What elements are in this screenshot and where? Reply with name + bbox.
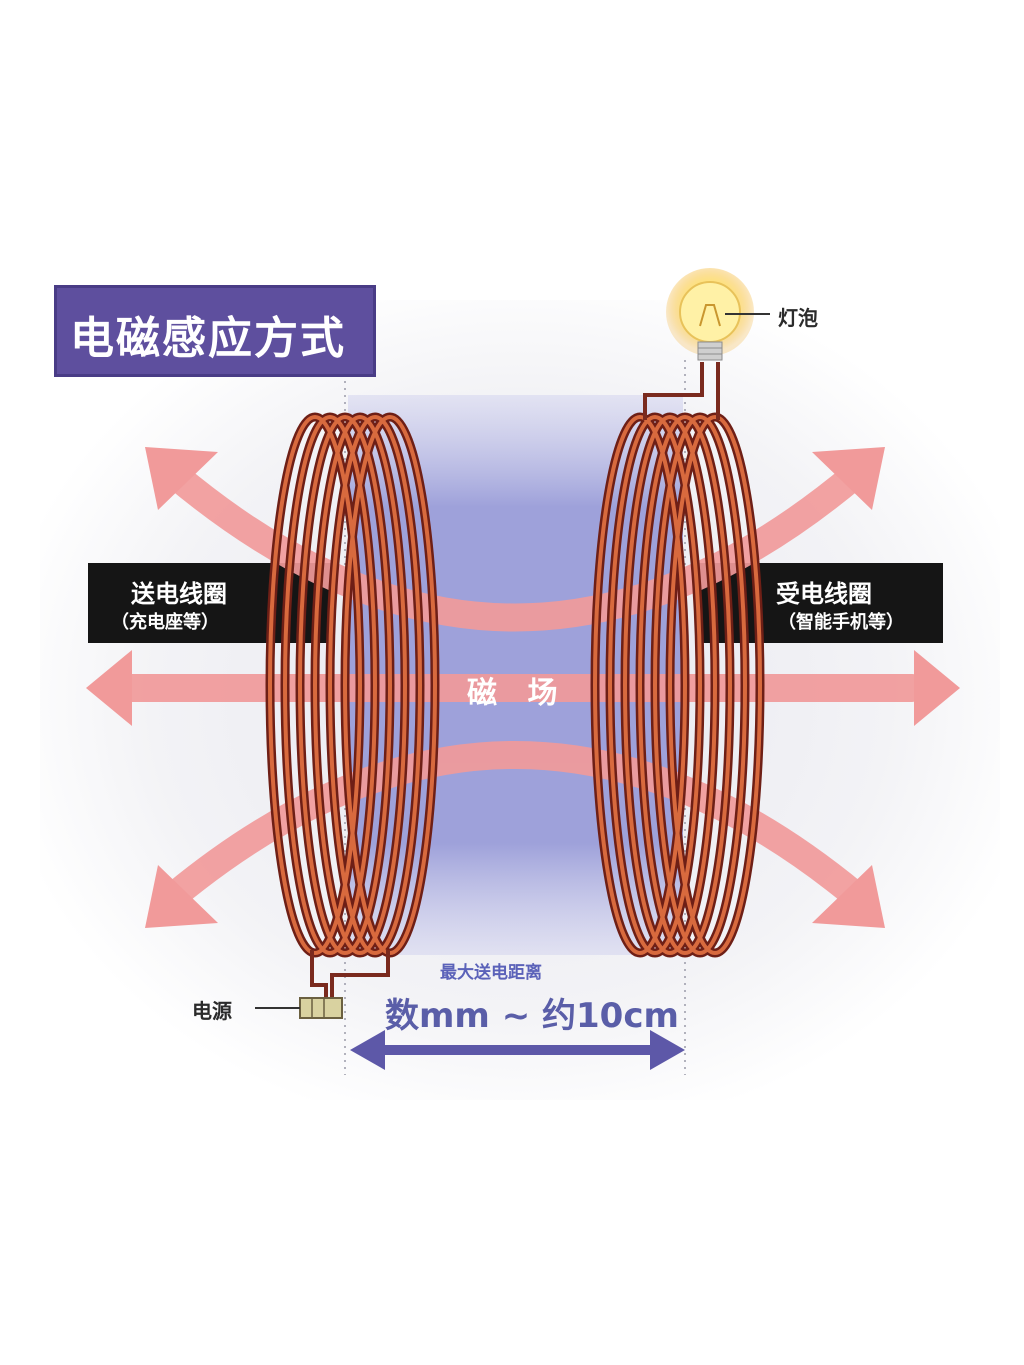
arrowhead-top-left: [145, 447, 218, 510]
bulb-label: 灯泡: [778, 306, 818, 330]
diagram-title: 电磁感应方式: [70, 313, 346, 364]
arrowhead-mid-right: [914, 650, 960, 726]
arrowhead-mid-left: [86, 650, 132, 726]
power-connector-icon: [299, 997, 343, 1019]
magnetic-field-label: 磁 场: [467, 676, 568, 711]
arrowhead-top-right: [812, 447, 885, 510]
receive-coil: [590, 362, 765, 958]
distance-title: 最大送电距离: [440, 963, 542, 983]
receive-coil-label: 受电线圈: [776, 580, 872, 608]
arrowhead-bottom-right: [812, 865, 885, 928]
distance-value: 数mm ~ 约10cm: [385, 996, 679, 1036]
receive-coil-note: （智能手机等）: [778, 612, 904, 633]
distance-arrow: [350, 1030, 685, 1070]
title-banner: [54, 285, 376, 377]
light-bulb-icon: [666, 268, 754, 361]
transmit-coil-note: （充电座等）: [111, 612, 219, 633]
field-arrowheads: [86, 447, 960, 928]
transmit-coil: [265, 412, 440, 1000]
power-label: 电源: [192, 999, 232, 1023]
transmit-coil-label: 送电线圈: [131, 580, 227, 608]
arrowhead-bottom-left: [145, 865, 218, 928]
